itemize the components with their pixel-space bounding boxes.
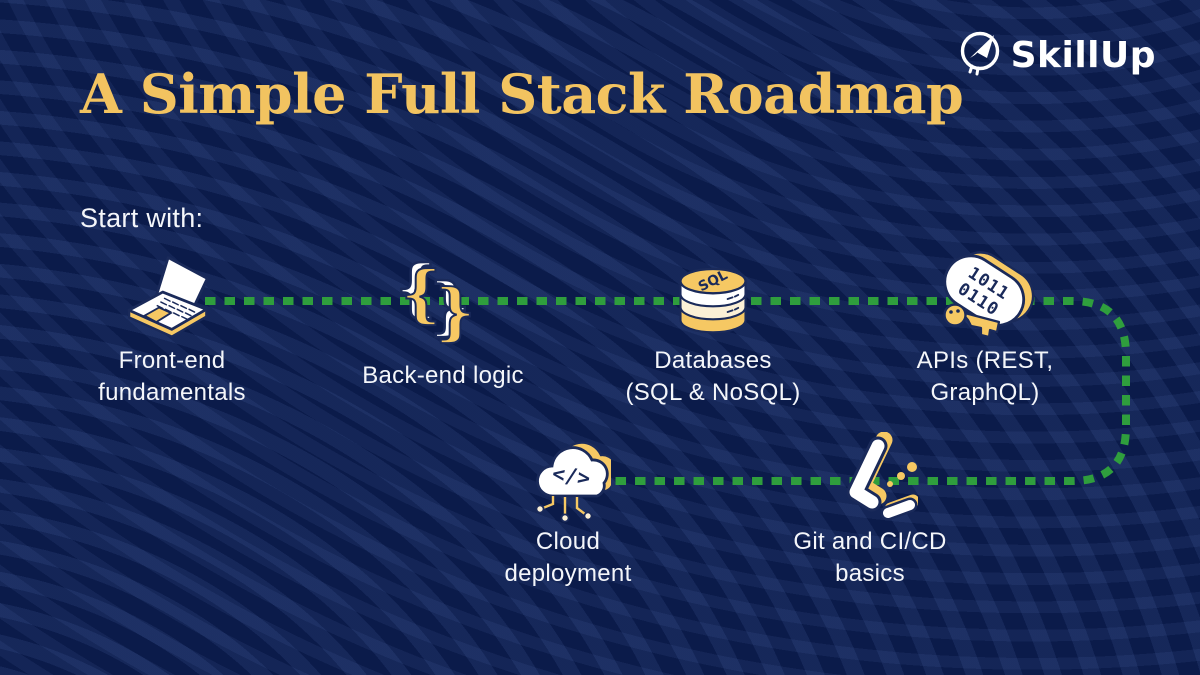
svg-text:{: { [398,253,436,324]
laptop-icon [120,250,220,345]
step-label-apis: APIs (REST, GraphQL) [916,347,1054,406]
cloud-code-icon: </> [527,436,611,528]
step-label-databases: Databases (SQL & NoSQL) [625,347,801,406]
svg-text:}: } [430,269,470,342]
sql-database-icon: SQL [674,254,752,344]
brand-name: SkillUp [1010,35,1156,76]
key-icon [943,303,1001,339]
step-label-frontend: Front-end fundamentals [98,347,246,406]
binary-key-icon: 1011 0110 [935,248,1035,343]
page-title: A Simple Full Stack Roadmap [80,62,964,126]
rocket-circle-icon [958,30,1004,81]
brand-logo: SkillUp [958,30,1156,81]
svg-text:{: { [401,257,441,330]
step-label-backend: Back-end logic [362,362,524,389]
curly-braces-icon: { { } } [398,253,478,345]
cloud-code-text: </> [551,461,592,490]
git-cicd-icon [822,432,918,526]
intro-label: Start with: [80,203,204,233]
svg-text:}: } [435,275,475,345]
step-label-cloud: Cloud deployment [504,528,632,587]
step-label-git: Git and CI/CD basics [793,528,947,587]
